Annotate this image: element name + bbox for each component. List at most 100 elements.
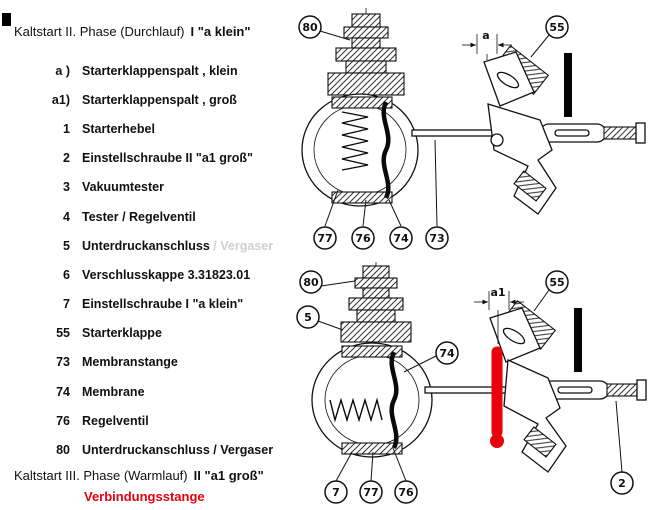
legend-label: Tester / Regelventil: [82, 209, 196, 224]
legend-key: 1: [63, 121, 70, 136]
starter-lever-top: [487, 103, 557, 215]
callout-76-top: 76: [351, 226, 375, 250]
legend-item-7: 7 Einstellschraube I "a klein": [30, 290, 273, 319]
legend-label-faded: / Vergaser: [209, 238, 274, 253]
spring-top: [341, 111, 369, 171]
legend-label: Starterklappenspalt , groß: [82, 92, 237, 107]
adjusting-screw-bottom: [606, 383, 638, 397]
membrane-bottom: [389, 350, 399, 450]
svg-text:73: 73: [429, 232, 444, 245]
leader-73-top: [434, 139, 438, 227]
leader-77-bottom: [370, 451, 374, 482]
legend-label: Einstellschraube I "a klein": [82, 297, 244, 312]
dim-label-a: a: [482, 29, 489, 42]
legend-label: Starterklappenspalt , klein: [82, 63, 238, 78]
spring-bottom: [329, 397, 383, 423]
leader-74-bottom: [403, 355, 437, 373]
dimension-a: a: [462, 29, 512, 60]
svg-text:76: 76: [398, 486, 414, 499]
legend-item-3: 3 Vakuumtester: [30, 173, 273, 202]
legend-label: Starterhebel: [82, 121, 155, 136]
diagram-bottom: a1 80 5: [296, 262, 647, 504]
connecting-rod-label: Verbindungsstange: [84, 489, 205, 504]
svg-text:80: 80: [302, 21, 318, 34]
callout-2-bottom: 2: [610, 471, 634, 495]
diaphragm-housing-top: [301, 93, 419, 207]
legend-list: a ) Starterklappenspalt , klein a1) Star…: [30, 56, 273, 465]
membrane-top: [381, 100, 391, 200]
footer-title: Kaltstart III. Phase (Warmlauf) II "a1 gr…: [14, 468, 264, 483]
legend-item-76: 76 Regelventil: [30, 406, 273, 435]
callout-5-bottom: 5: [296, 305, 320, 329]
legend-key: a1): [51, 92, 70, 107]
legend-item-5: 5 Unterdruckanschluss / Vergaser: [30, 231, 273, 260]
dim-label-a1: a1: [490, 286, 505, 299]
legend-label: Unterdruckanschluss / Vergaser: [82, 443, 274, 458]
legend-key: 80: [56, 443, 70, 458]
legend-key: 4: [63, 209, 70, 224]
legend-key: 6: [63, 267, 70, 282]
svg-text:74: 74: [393, 232, 409, 245]
callout-76-bottom: 76: [394, 480, 418, 504]
legend-item-2: 2 Einstellschraube II "a1 groß": [30, 144, 273, 173]
leader-7-bottom: [335, 451, 353, 482]
callout-80-top: 80: [298, 15, 322, 39]
legend-label: Vakuumtester: [82, 180, 164, 195]
svg-text:55: 55: [549, 276, 564, 289]
leader-2-bottom: [615, 400, 623, 473]
legend-key: 3: [63, 180, 70, 195]
svg-text:76: 76: [355, 232, 371, 245]
leader-74-top: [388, 199, 402, 227]
legend-item-80: 80 Unterdruckanschluss / Vergaser: [30, 435, 273, 464]
callout-55-top: 55: [545, 15, 569, 39]
vacuum-port-bottom: [340, 265, 412, 343]
svg-text:55: 55: [549, 21, 564, 34]
callout-77-top: 77: [313, 226, 337, 250]
legend-item-6: 6 Verschlusskappe 3.31823.01: [30, 260, 273, 289]
starter-lever-bottom: [503, 359, 567, 473]
legend-label: Membranstange: [82, 355, 178, 370]
svg-text:77: 77: [363, 486, 378, 499]
legend-key: 76: [56, 413, 70, 428]
callout-77-bottom: 77: [359, 480, 383, 504]
callout-55-bottom: 55: [545, 270, 569, 294]
callout-80-bottom: 80: [299, 270, 323, 294]
svg-text:77: 77: [317, 232, 332, 245]
legend-label: Einstellschraube II "a1 groß": [82, 151, 253, 166]
footer-title-text: Kaltstart III. Phase (Warmlauf): [14, 468, 188, 483]
legend-key: 5: [63, 238, 70, 253]
legend-item-4: 4 Tester / Regelventil: [30, 202, 273, 231]
legend-label: Regelventil: [82, 413, 149, 428]
vacuum-port-top: [327, 13, 405, 96]
leader-76-top: [362, 199, 367, 227]
page-title-text: Kaltstart II. Phase (Durchlauf): [14, 24, 185, 39]
svg-text:5: 5: [304, 311, 312, 324]
legend-key: 55: [56, 326, 70, 341]
footer-title-bold: II "a1 groß": [193, 468, 264, 483]
leader-77-top: [324, 189, 339, 227]
callout-74-bottom: 74: [435, 341, 459, 365]
legend-item-a1: a1) Starterklappenspalt , groß: [30, 85, 273, 114]
legend-key: 2: [63, 151, 70, 166]
legend-label: Unterdruckanschluss: [82, 238, 210, 253]
page-title: Kaltstart II. Phase (Durchlauf)I "a klei…: [14, 24, 251, 39]
legend-label: Starterklappe: [82, 326, 162, 341]
legend-label: Verschlusskappe 3.31823.01: [82, 267, 251, 282]
svg-text:74: 74: [439, 347, 455, 360]
legend-label: Membrane: [82, 384, 145, 399]
callout-7-bottom: 7: [324, 480, 348, 504]
diaphragm-housing-bottom: [311, 342, 433, 458]
legend-key: 74: [56, 384, 70, 399]
connecting-rod-red: [490, 346, 504, 448]
diagram-top: a 80 55 77: [298, 8, 646, 250]
legend-key: 73: [56, 355, 70, 370]
svg-text:80: 80: [303, 276, 319, 289]
leader-55-top: [530, 34, 550, 58]
dimension-a1: a1: [474, 286, 524, 344]
leader-80-top: [319, 30, 351, 41]
lever-assembly-top: [483, 44, 572, 215]
leader-55-bottom: [533, 289, 550, 312]
reference-bar-bottom: [574, 308, 582, 372]
